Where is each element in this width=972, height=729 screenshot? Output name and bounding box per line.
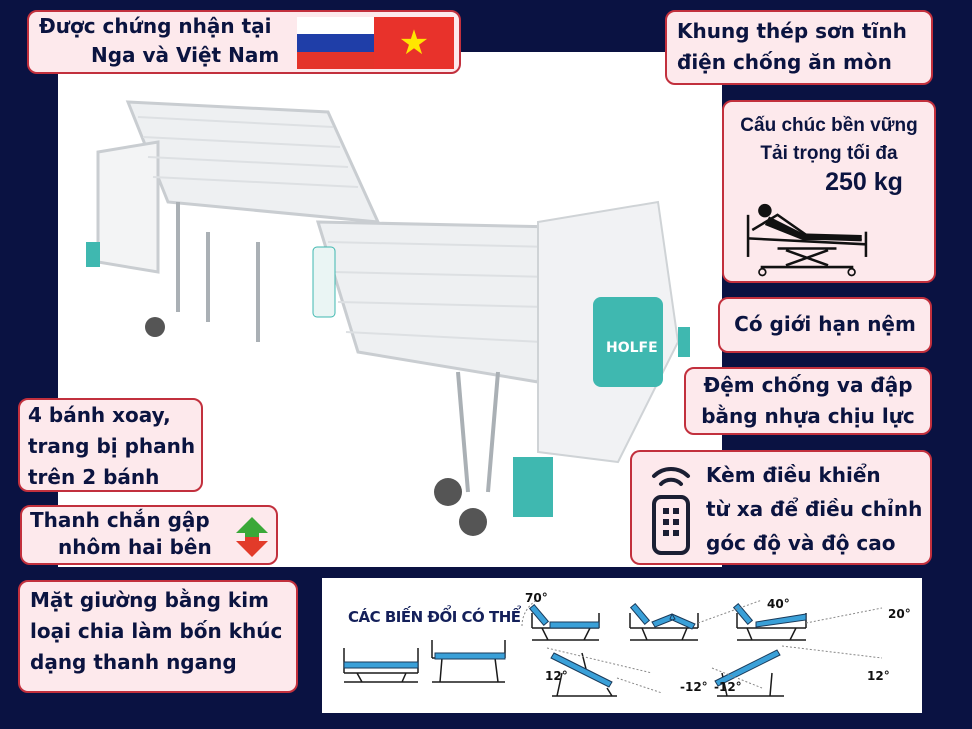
wheels-line1: 4 bánh xoay, (28, 403, 171, 427)
bumper-label: Đệm chống va đập bằng nhựa chịu lực (684, 367, 932, 435)
surface-line1: Mặt giường bằng kim (30, 588, 269, 612)
surface-line3: dạng thanh ngang (30, 650, 237, 674)
hospital-bed-illustration: HOLFE (86, 100, 690, 536)
load-line2: Tải trọng tối đa (760, 143, 898, 164)
remote-line3: góc độ và độ cao (706, 531, 896, 555)
frame-label: Khung thép sơn tĩnh điện chống ăn mòn (665, 10, 933, 85)
brand-logo: HOLFE (606, 340, 658, 356)
angle-minus12-right: -12° (714, 680, 742, 694)
rails-line2: nhôm hai bên (58, 535, 212, 559)
surface-label: Mặt giường bằng kim loại chia làm bốn kh… (18, 580, 298, 693)
vietnam-flag-icon: ★ (374, 17, 454, 69)
angle-12-left: 12° (545, 669, 568, 683)
russia-flag-icon (297, 17, 374, 69)
certification-line1: Được chứng nhận tại (39, 14, 272, 38)
rails-line1: Thanh chắn gập (30, 508, 210, 532)
frame-line1: Khung thép sơn tĩnh (677, 19, 907, 43)
brand-panel (593, 297, 663, 387)
patient-bed-icon (746, 203, 868, 277)
bumper-line2: bằng nhựa chịu lực (701, 404, 915, 428)
mattress-limit-line1: Có giới hạn nệm (734, 312, 916, 336)
angle-minus12-left: -12° (680, 680, 708, 694)
up-down-arrows-icon (236, 517, 268, 557)
rails-label: Thanh chắn gập nhôm hai bên (20, 505, 278, 565)
wheels-line3: trên 2 bánh (28, 465, 160, 489)
load-label: Cấu chúc bền vững Tải trọng tối đa 250 k… (722, 100, 936, 283)
mattress-limit-label: Có giới hạn nệm (718, 297, 932, 353)
angle-40: 40° (767, 597, 790, 611)
certification-line2: Nga và Việt Nam (91, 43, 280, 67)
remote-line2: từ xa để điều chỉnh (706, 497, 923, 521)
angle-70: 70° (525, 591, 548, 605)
angle-20: 20° (888, 607, 911, 621)
remote-label: Kèm điều khiển từ xa để điều chỉnh góc đ… (630, 450, 932, 565)
load-line1: Cấu chúc bền vững (740, 115, 918, 136)
diagram-title: CÁC BIẾN ĐỔI CÓ THỂ (348, 608, 521, 626)
remote-control-icon (652, 466, 690, 555)
wheels-label: 4 bánh xoay, trang bị phanh trên 2 bánh (18, 398, 203, 492)
surface-line2: loại chia làm bốn khúc (30, 619, 283, 643)
wheels-line2: trang bị phanh (28, 434, 196, 458)
bumper-line1: Đệm chống va đập (703, 373, 913, 397)
certification-label: Được chứng nhận tại Nga và Việt Nam ★ (27, 10, 461, 74)
frame-line2: điện chống ăn mòn (677, 50, 892, 74)
load-value: 250 kg (825, 168, 903, 196)
remote-line1: Kèm điều khiển (706, 463, 881, 487)
angle-12-right: 12° (867, 669, 890, 683)
positions-diagram: CÁC BIẾN ĐỔI CÓ THỂ 70° 40° 20° 12° -12°… (322, 578, 922, 713)
